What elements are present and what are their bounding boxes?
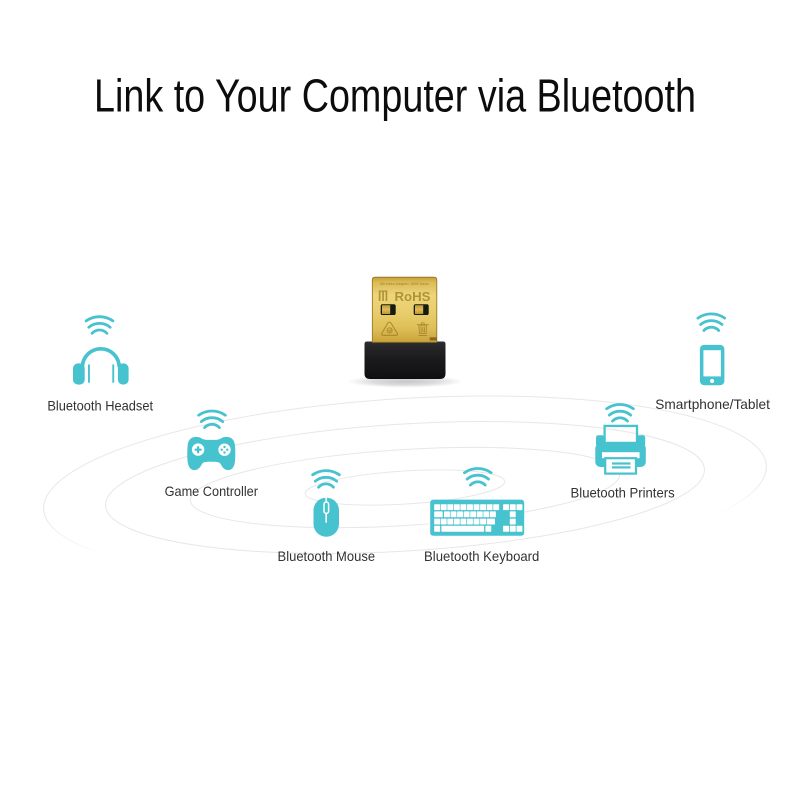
- svg-text:Game Controller: Game Controller: [165, 483, 259, 499]
- svg-text:Bluetooth Headset: Bluetooth Headset: [47, 397, 153, 413]
- svg-text:Bluetooth Keyboard: Bluetooth Keyboard: [424, 548, 539, 564]
- svg-text:RoHS: RoHS: [395, 289, 431, 304]
- svg-text:Smartphone/Tablet: Smartphone/Tablet: [655, 396, 770, 412]
- svg-text:Link to Your Computer via Blue: Link to Your Computer via Bluetooth: [94, 70, 696, 122]
- svg-text:Wireless Adapter 150B Nano: Wireless Adapter 150B Nano: [380, 282, 429, 286]
- svg-text:Bluetooth Mouse: Bluetooth Mouse: [278, 548, 376, 564]
- svg-text:Bluetooth Printers: Bluetooth Printers: [571, 484, 675, 500]
